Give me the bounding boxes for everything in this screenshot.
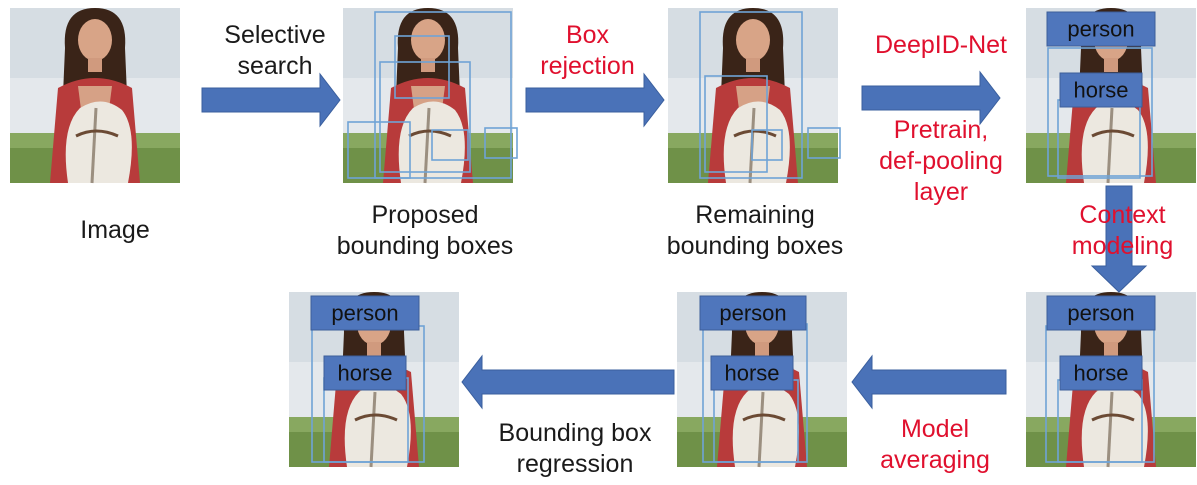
tag-horse-bottom-middle: horse <box>710 355 794 391</box>
tag-person-bottom-right-text: person <box>1067 301 1134 326</box>
box-rejection-line-1: Box <box>565 21 610 49</box>
arrow-deepid-net <box>861 70 1001 126</box>
proposed-boxes-line-2: bounding boxes <box>336 232 514 260</box>
box-rejection-label: Box rejection <box>520 20 655 82</box>
model-averaging-line-2: averaging <box>880 446 990 474</box>
model-averaging-label: Model averaging <box>870 414 1000 476</box>
tag-horse-top-right-text: horse <box>1073 78 1128 103</box>
bbox-regression-line-2: regression <box>516 450 634 478</box>
proposed-boxes-caption: Proposed bounding boxes <box>300 200 550 262</box>
tag-horse-bottom-left-text: horse <box>337 361 392 386</box>
remaining-boxes-line-1: Remaining <box>695 201 815 229</box>
context-modeling-label: Context modeling <box>1050 200 1195 262</box>
selective-search-label: Selective search <box>200 20 350 82</box>
selective-search-line-1: Selective <box>224 21 326 49</box>
selective-search-line-2: search <box>237 52 313 80</box>
arrow-context-modeling <box>1090 185 1148 293</box>
tag-person-bottom-middle: person <box>699 295 807 331</box>
deepid-net-label: DeepID-Net <box>875 31 1007 59</box>
tag-person-bottom-left: person <box>310 295 420 331</box>
arrow-box-rejection <box>525 72 665 128</box>
tag-horse-bottom-left: horse <box>323 355 407 391</box>
classifier-note-label: Pretrain, def-pooling layer <box>852 115 1030 208</box>
input-image <box>8 6 182 185</box>
remaining-box-set <box>699 11 841 179</box>
model-averaging-line-1: Model <box>900 415 970 443</box>
context-modeling-line-1: Context <box>1079 201 1166 229</box>
tag-person-bottom-middle-text: person <box>719 301 786 326</box>
proposed-boxes-image <box>341 6 518 185</box>
bbox-regression-line-1: Bounding box <box>498 419 652 447</box>
classifier-note-line-3: layer <box>913 178 969 206</box>
remaining-boxes-line-2: bounding boxes <box>666 232 844 260</box>
tag-horse-top-right: horse <box>1059 72 1143 108</box>
arrow-selective-search <box>201 72 341 128</box>
tag-horse-bottom-right-text: horse <box>1073 361 1128 386</box>
tag-person-top-right-text: person <box>1067 17 1134 42</box>
tag-person-top-right: person <box>1046 11 1156 47</box>
tag-person-bottom-left-text: person <box>331 301 398 326</box>
classifier-note-line-2: def-pooling <box>879 147 1003 175</box>
arrow-model-averaging <box>851 354 1007 410</box>
proposal-box-set <box>347 11 518 179</box>
proposed-boxes-line-1: Proposed <box>371 201 479 229</box>
remaining-boxes-image <box>666 6 841 185</box>
image-caption: Image <box>80 216 150 244</box>
arrow-bounding-box-regression <box>461 354 675 410</box>
remaining-boxes-caption: Remaining bounding boxes <box>630 200 880 262</box>
box-rejection-line-2: rejection <box>540 52 635 80</box>
classifier-note-line-1: Pretrain, <box>893 116 989 144</box>
tag-horse-bottom-middle-text: horse <box>724 361 779 386</box>
tag-horse-bottom-right: horse <box>1059 355 1143 391</box>
tag-person-bottom-right: person <box>1046 295 1156 331</box>
bbox-regression-label: Bounding box regression <box>470 418 680 480</box>
context-modeling-line-2: modeling <box>1071 232 1174 260</box>
